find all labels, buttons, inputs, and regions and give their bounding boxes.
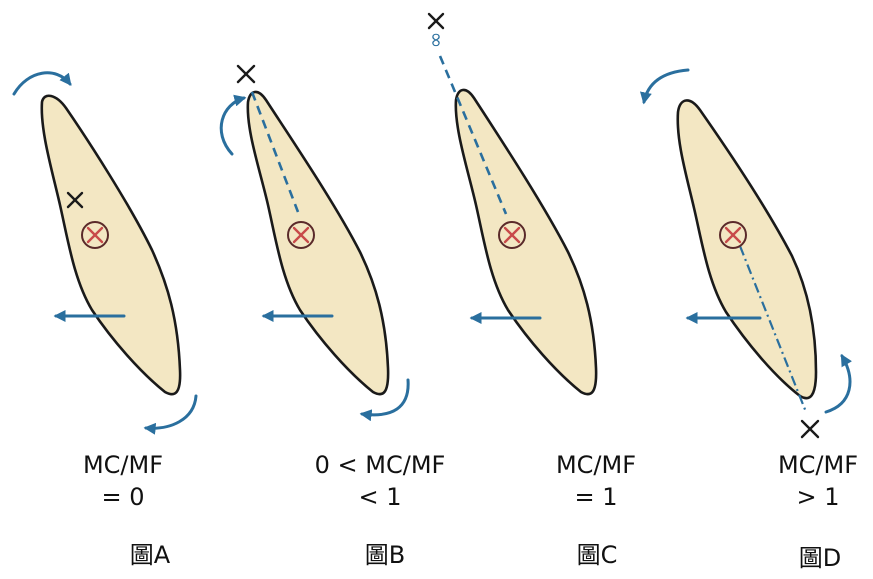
tooth-d <box>676 99 818 400</box>
dashed-axis-c <box>438 55 508 215</box>
ratio-label-d-line2: > 1 <box>796 483 839 511</box>
panel-d: MC/MF > 1 圖D <box>640 68 858 572</box>
rotation-center-cross-a <box>66 191 84 209</box>
tooth-b <box>246 90 390 396</box>
center-of-resistance-d <box>719 221 747 249</box>
figure-label-b: 圖B <box>365 541 405 569</box>
rotation-arrow-crown-b <box>219 94 247 156</box>
ratio-label-b-line1: 0 < MC/MF <box>315 451 446 479</box>
rotation-arrow-crown-a <box>12 71 72 96</box>
rotation-center-cross-b <box>236 64 256 84</box>
ratio-label-a-line1: MC/MF <box>83 451 163 479</box>
center-of-resistance-b <box>287 221 315 249</box>
dashed-axis-b <box>250 91 300 213</box>
rotation-center-cross-d <box>800 419 820 439</box>
rotation-arrow-apex-d <box>824 353 853 414</box>
rotation-arrow-apex-a <box>143 394 198 435</box>
ratio-label-c-line2: = 1 <box>574 483 617 511</box>
ratio-label-c-line1: MC/MF <box>556 451 636 479</box>
infinity-symbol: ∞ <box>425 32 449 49</box>
panel-b: 0 < MC/MF < 1 圖B <box>219 64 446 569</box>
panel-a: MC/MF = 0 圖A <box>12 71 198 569</box>
figure-label-c: 圖C <box>577 541 618 569</box>
ratio-label-d-line1: MC/MF <box>778 451 858 479</box>
figure-label-d: 圖D <box>799 544 841 572</box>
ratio-label-a-line2: = 0 <box>101 483 144 511</box>
rotation-arrow-apex-b <box>359 378 410 422</box>
center-of-resistance-c <box>498 221 526 249</box>
tooth-c <box>454 88 598 396</box>
rotation-arrow-crown-d <box>640 68 690 105</box>
figure-label-a: 圖A <box>130 541 171 569</box>
rotation-center-cross-c <box>427 12 445 30</box>
dashdot-axis-d <box>738 245 808 413</box>
ratio-label-b-line2: < 1 <box>358 483 401 511</box>
panel-c: ∞ MC/MF = 1 圖C <box>425 12 636 569</box>
tooth-a <box>40 94 182 396</box>
center-of-resistance-a <box>81 221 109 249</box>
